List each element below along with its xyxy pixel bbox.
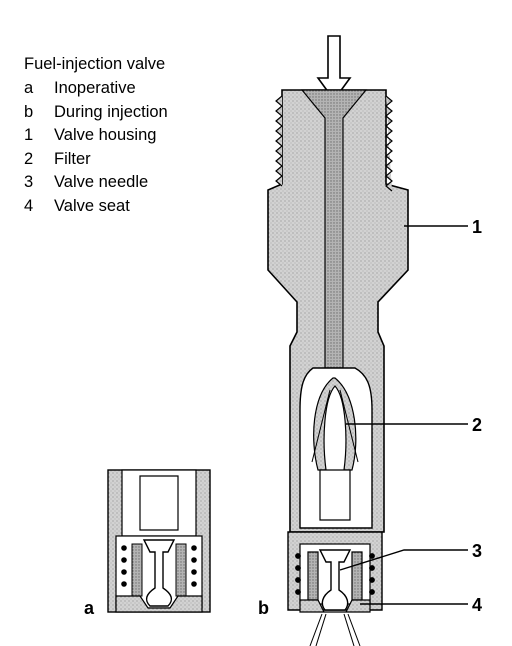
callout-2: 2 — [472, 415, 482, 435]
callout-1: 1 — [472, 217, 482, 237]
legend-text: Filter — [54, 149, 91, 168]
legend-text: Valve housing — [54, 126, 157, 144]
legend-item: b During injection — [24, 101, 244, 125]
valve-seat — [299, 599, 371, 613]
valve-seat-a — [115, 595, 203, 613]
spray-jets — [309, 613, 361, 646]
legend-title: Fuel-injection valve — [24, 55, 166, 73]
valve-needle-a — [142, 539, 176, 607]
legend-key: a — [24, 79, 34, 97]
valve-spring — [295, 551, 375, 601]
filter — [311, 377, 359, 521]
legend-text: Valve needle — [54, 173, 149, 191]
legend-key: 2 — [24, 149, 34, 168]
panel-label-b: b — [258, 598, 269, 618]
legend-item: 4 Valve seat — [24, 195, 244, 219]
legend-item: 2 Filter — [24, 148, 244, 172]
leader-line-3 — [339, 549, 468, 571]
valve-spring-a — [121, 543, 197, 597]
panel-label-a: a — [84, 598, 95, 618]
legend-key: b — [24, 102, 34, 121]
legend-text: Inoperative — [54, 79, 136, 97]
legend-text: Valve seat — [54, 196, 130, 215]
legend-text: During injection — [54, 102, 168, 121]
legend-key: 4 — [24, 196, 34, 215]
callout-3: 3 — [472, 541, 482, 561]
callout-4: 4 — [472, 595, 482, 615]
thread — [275, 95, 393, 192]
legend-key: 3 — [24, 173, 34, 191]
legend-item: a Inoperative — [24, 77, 244, 101]
valve-needle — [318, 549, 352, 611]
legend-item: 1 Valve housing — [24, 124, 244, 148]
legend: Fuel-injection valve a Inoperative b Dur… — [24, 54, 244, 218]
valve-a — [107, 469, 211, 613]
valve-b — [267, 35, 409, 646]
legend-item: 3 Valve needle — [24, 171, 244, 195]
legend-key: 1 — [24, 126, 34, 144]
leader-lines — [339, 225, 468, 605]
flow-arrow — [316, 35, 352, 102]
